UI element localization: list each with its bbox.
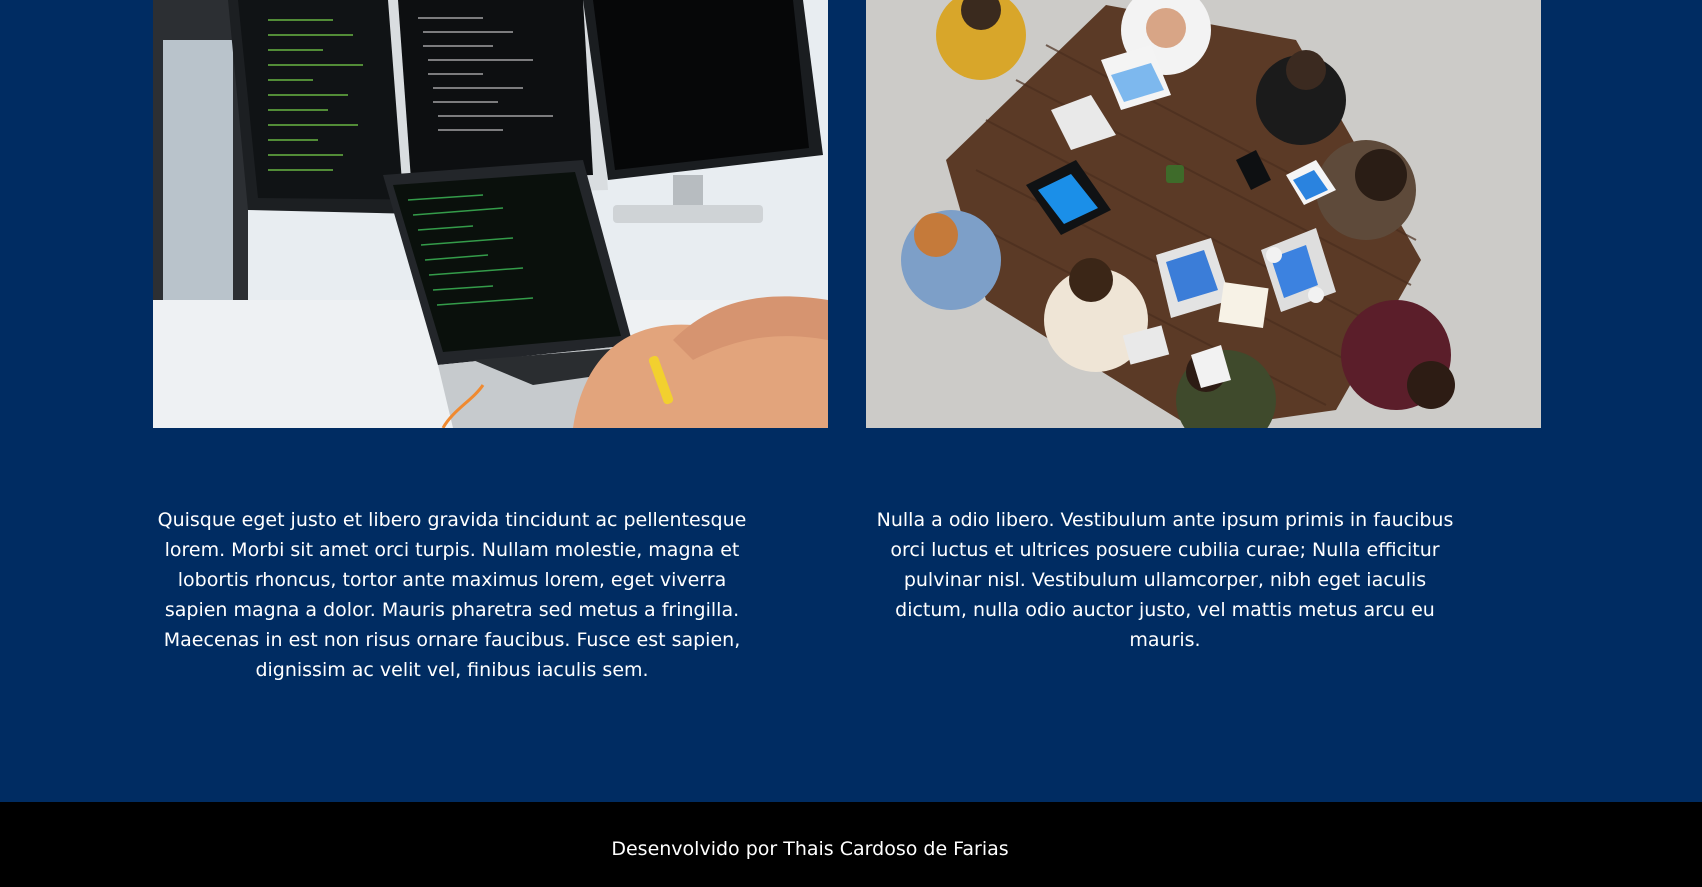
- footer-credit: Desenvolvido por Thais Cardoso de Farias: [611, 838, 1009, 860]
- site-footer: Desenvolvido por Thais Cardoso de Farias: [0, 802, 1702, 887]
- intro-paragraph-right: Nulla a odio libero. Vestibulum ante ips…: [876, 509, 1454, 651]
- developer-workstation-image: [153, 0, 828, 428]
- team-meeting-image: [866, 0, 1541, 428]
- intro-paragraph-left: Quisque eget justo et libero gravida tin…: [157, 509, 747, 681]
